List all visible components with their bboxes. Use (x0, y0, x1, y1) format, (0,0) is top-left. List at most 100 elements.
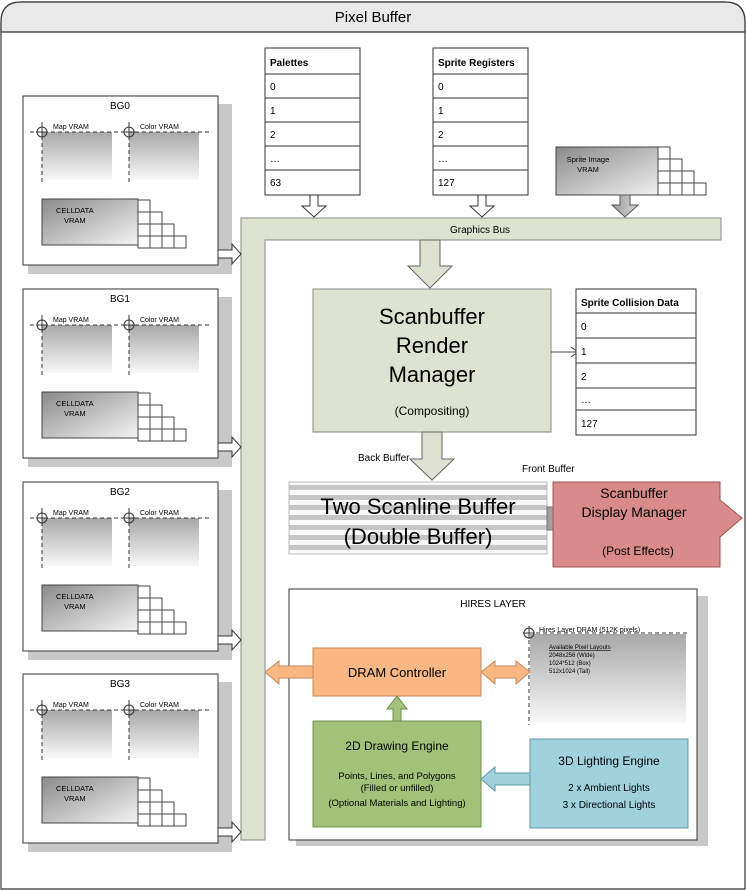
render-manager-title-1: Scanbuffer (379, 304, 485, 329)
color-vram-label: Color VRAM (140, 317, 179, 324)
lighting-engine-title: 3D Lighting Engine (558, 754, 660, 768)
sprite-registers-table: Sprite Registers 0 1 2 … 127 (432, 47, 529, 196)
bg-layer-title: BG2 (110, 487, 130, 498)
color-vram-label: Color VRAM (140, 702, 179, 709)
celldata-label-2: VRAM (64, 409, 86, 418)
sprite-registers-row: … (438, 154, 448, 165)
color-vram-label: Color VRAM (140, 510, 179, 517)
hires-layout-item: 2048x256 (Wide) (549, 653, 595, 659)
front-buffer-label: Front Buffer (522, 464, 575, 475)
celldata-label: CELLDATA (56, 784, 94, 793)
bg-layer-to-bus-arrow (217, 435, 242, 459)
hires-dram (530, 634, 686, 723)
palettes-header: Palettes (270, 58, 309, 69)
bg-layer-to-bus-arrow (217, 242, 242, 266)
sprite-registers-to-bus-arrow (468, 194, 496, 218)
map-vram (42, 132, 112, 180)
collision-table: Sprite Collision Data 0 1 2 … 127 (575, 288, 697, 436)
lighting-engine-line: 3 x Directional Lights (563, 800, 656, 811)
drawing-engine (312, 720, 482, 828)
collision-row: 0 (581, 322, 587, 333)
collision-row: 2 (581, 372, 587, 383)
lighting-engine (529, 738, 689, 829)
hires-layout-item: 512x1024 (Tall) (549, 669, 590, 675)
celldata-label-2: VRAM (64, 794, 86, 803)
bg-layer-title: BG1 (110, 294, 130, 305)
palettes-row: … (270, 154, 280, 165)
drawing-engine-line: Points, Lines, and Polygons (338, 771, 455, 782)
palettes-row: 1 (270, 106, 276, 117)
back-buffer-label: Back Buffer (358, 453, 410, 464)
celldata-label-2: VRAM (64, 602, 86, 611)
celldata-label: CELLDATA (56, 206, 94, 215)
sprite-registers-row: 127 (438, 178, 455, 189)
scanline-buffer-title: Two Scanline Buffer (320, 494, 515, 519)
map-vram (42, 710, 112, 758)
sprite-registers-row: 2 (438, 130, 444, 141)
dram-controller-label: DRAM Controller (348, 665, 447, 680)
display-manager-title-1: Scanbuffer (600, 485, 668, 501)
color-vram (129, 325, 199, 373)
drawing-engine-line: (Filled or unfilled) (361, 783, 434, 794)
bg-layer-title: BG3 (110, 679, 130, 690)
color-vram (129, 710, 199, 758)
bus-to-render-arrow (406, 239, 454, 289)
render-manager: Scanbuffer Render Manager (Compositing) (312, 288, 552, 433)
collision-header: Sprite Collision Data (581, 298, 679, 309)
render-manager-subtitle: (Compositing) (395, 404, 470, 418)
map-vram-label: Map VRAM (53, 702, 89, 709)
map-vram (42, 518, 112, 566)
palettes-table: Palettes 0 1 2 … 63 (264, 47, 361, 196)
bus-dram-controller-arrow (264, 659, 314, 686)
sprite-image-to-bus-arrow (610, 194, 640, 218)
display-manager: Scanbuffer Display Manager (Post Effects… (552, 481, 743, 568)
sprite-image-vram: Sprite Image VRAM (555, 146, 707, 218)
display-manager-subtitle: (Post Effects) (602, 544, 674, 558)
sprite-image-label: Sprite Image (567, 155, 610, 164)
palettes-to-bus-arrow (300, 194, 328, 218)
celldata-vram (41, 198, 139, 246)
hires-dram-label: Hires Layer DRAM (512K pixels) (539, 627, 640, 634)
sprite-registers-row: 0 (438, 82, 444, 93)
render-manager-title-2: Render (396, 333, 468, 358)
map-vram-label: Map VRAM (53, 510, 89, 517)
render-to-scanline-arrow (408, 431, 456, 481)
palettes-row: 2 (270, 130, 276, 141)
bg-layer-to-bus-arrow (217, 628, 242, 652)
bg-layer-to-bus-arrow (217, 820, 242, 844)
color-vram-label: Color VRAM (140, 124, 179, 131)
drawing-to-dram-controller-arrow (385, 695, 409, 722)
palettes-row: 0 (270, 82, 276, 93)
drawing-engine-title: 2D Drawing Engine (345, 739, 449, 753)
sprite-registers-header: Sprite Registers (438, 58, 515, 69)
scanline-buffer: Two Scanline Buffer (Double Buffer) (288, 481, 548, 555)
map-vram-label: Map VRAM (53, 317, 89, 324)
celldata-vram (41, 584, 139, 632)
color-vram (129, 132, 199, 180)
scanline-buffer-subtitle: (Double Buffer) (344, 524, 493, 549)
drawing-engine-line: (Optional Materials and Lighting) (328, 798, 465, 809)
palettes-row: 63 (270, 178, 282, 189)
map-vram-label: Map VRAM (53, 124, 89, 131)
collision-row: 1 (581, 347, 587, 358)
celldata-vram (41, 391, 139, 439)
collision-row: … (581, 395, 591, 406)
lighting-engine-line: 2 x Ambient Lights (568, 783, 650, 794)
dram-controller-dram-arrow (480, 659, 531, 686)
display-manager-title-2: Display Manager (581, 504, 686, 520)
hires-layer-title: HIRES LAYER (460, 599, 525, 610)
celldata-label: CELLDATA (56, 592, 94, 601)
color-vram (129, 518, 199, 566)
hires-layer: HIRES LAYER Hires Layer DRAM (512K pixel… (264, 588, 708, 846)
sprite-registers-row: 1 (438, 106, 444, 117)
render-manager-title-3: Manager (389, 362, 476, 387)
graphics-bus: Graphics Bus (240, 217, 722, 841)
pixel-buffer-title: Pixel Buffer (335, 9, 411, 26)
celldata-label: CELLDATA (56, 399, 94, 408)
map-vram (42, 325, 112, 373)
